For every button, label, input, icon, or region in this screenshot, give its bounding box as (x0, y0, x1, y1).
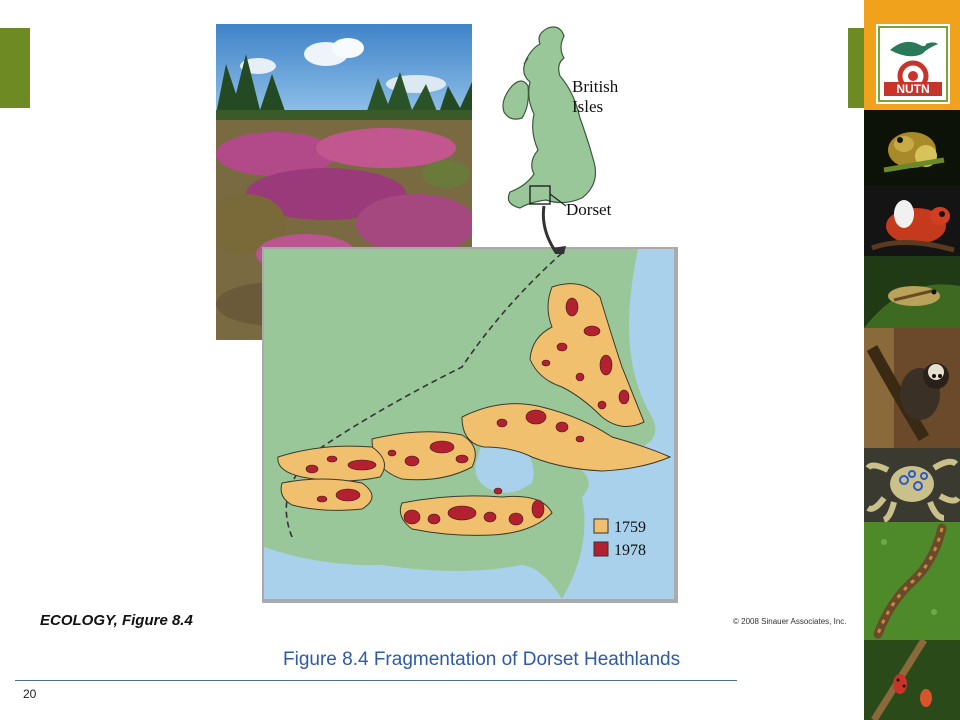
legend-swatch-1978 (593, 541, 609, 557)
legend-label-1978: 1978 (614, 542, 646, 559)
page-number: 20 (23, 687, 37, 701)
british-isles-map: British Isles Dorset (490, 22, 640, 262)
british-isles-label-line2: Isles (572, 97, 603, 116)
salamander-photo (864, 522, 960, 640)
accent-bar-right (848, 28, 864, 108)
beetles-photo (864, 640, 960, 720)
legend-swatch-1759 (593, 518, 609, 534)
nutn-logo-card: NUTN (876, 24, 950, 104)
nutn-logo-icon: NUTN (878, 26, 948, 102)
red-frog-photo (864, 186, 960, 256)
nutn-logo: NUTN (864, 0, 960, 110)
logo-text: NUTN (896, 82, 929, 96)
photo-sidebar: NUTN (864, 0, 960, 720)
frog-photo (864, 110, 960, 186)
book-caption: ECOLOGY, Figure 8.4 (40, 612, 193, 629)
copyright-notice: © 2008 Sinauer Associates, Inc. (733, 617, 847, 626)
green-frog-photo (864, 256, 960, 328)
dorset-label: Dorset (566, 200, 612, 219)
octopus-photo (864, 448, 960, 522)
legend-label-1759: 1759 (614, 519, 646, 536)
dorset-heathland-map: 1759 1978 (262, 247, 678, 603)
heathland-photo (216, 24, 472, 340)
figure-title: Figure 8.4 Fragmentation of Dorset Heath… (283, 649, 681, 670)
marmoset-photo (864, 328, 960, 448)
accent-bar-left (0, 28, 30, 108)
footer-divider (15, 680, 737, 681)
british-isles-label-line1: British (572, 77, 619, 96)
